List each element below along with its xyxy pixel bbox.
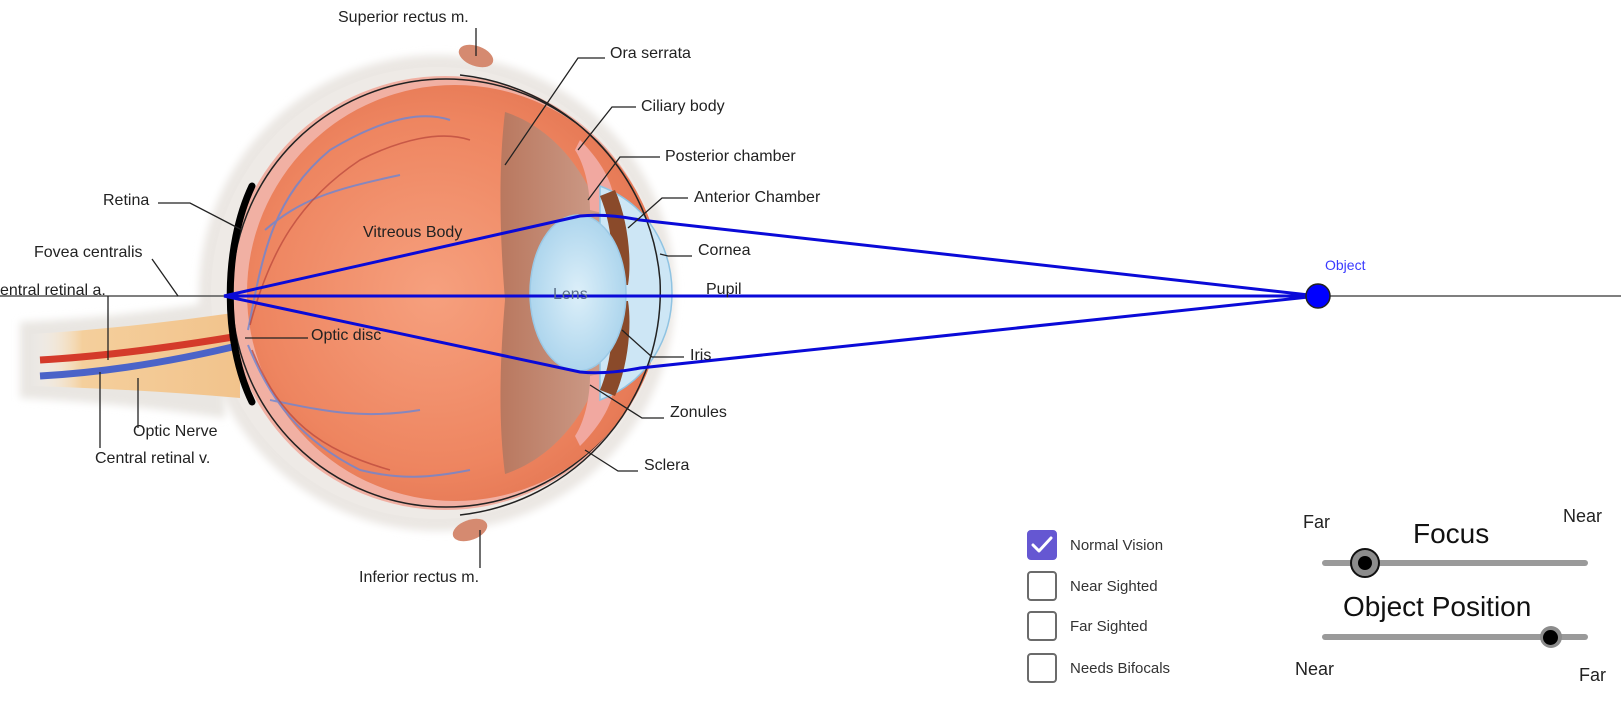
label-pupil: Pupil bbox=[706, 281, 742, 298]
label-ora-serrata: Ora serrata bbox=[610, 45, 691, 62]
checkbox-label: Normal Vision bbox=[1070, 536, 1164, 554]
optic-nerve bbox=[30, 312, 240, 398]
checkbox-label: Needs Bifocals bbox=[1070, 659, 1171, 677]
checkbox[interactable] bbox=[1027, 530, 1057, 560]
vision-option-near-sighted[interactable]: Near Sighted bbox=[1027, 571, 1158, 601]
label-central-retinal-vein: Central retinal v. bbox=[95, 450, 211, 467]
checkbox[interactable] bbox=[1027, 611, 1057, 641]
sclera-outline bbox=[459, 74, 662, 516]
label-optic-disc: Optic disc bbox=[311, 327, 382, 344]
retinal-vessels bbox=[247, 115, 471, 478]
label-inferior-rectus: Inferior rectus m. bbox=[359, 569, 480, 586]
light-rays bbox=[223, 213, 1319, 375]
label-optic-nerve: Optic Nerve bbox=[133, 423, 218, 440]
checkbox-label: Far Sighted bbox=[1070, 617, 1148, 635]
label-posterior-chamber: Posterior chamber bbox=[665, 148, 796, 165]
focus-slider-thumb[interactable] bbox=[1349, 548, 1380, 578]
object-label: Object bbox=[1325, 257, 1366, 273]
vision-option-normal-vision[interactable]: Normal Vision bbox=[1027, 530, 1163, 560]
label-central-retinal-artery: entral retinal a. bbox=[0, 282, 106, 299]
object-position-title: Object Position bbox=[1343, 591, 1532, 622]
label-anterior-chamber: Anterior Chamber bbox=[694, 189, 821, 206]
ray-bottom bbox=[223, 294, 1319, 375]
focus-left-label: Far bbox=[1303, 512, 1330, 532]
central-retinal-artery bbox=[39, 331, 246, 364]
leader-lines bbox=[99, 28, 692, 568]
retinal-arteries bbox=[249, 135, 471, 471]
label-fovea-centralis: Fovea centralis bbox=[34, 244, 143, 261]
checkbox[interactable] bbox=[1027, 653, 1057, 683]
check-icon bbox=[1031, 536, 1053, 553]
label-vitreous-body: Vitreous Body bbox=[363, 224, 463, 241]
label-lens: Lens bbox=[553, 286, 588, 303]
label-ciliary-body: Ciliary body bbox=[641, 98, 725, 115]
object-position-slider-track[interactable] bbox=[1322, 634, 1588, 640]
object-position-right-label: Far bbox=[1579, 665, 1606, 685]
object-position-slider-thumb[interactable] bbox=[1539, 626, 1562, 648]
inferior-rectus-muscle bbox=[452, 518, 488, 542]
ray-top bbox=[223, 213, 1319, 298]
label-superior-rectus: Superior rectus m. bbox=[338, 9, 469, 26]
label-zonules: Zonules bbox=[670, 404, 727, 421]
label-iris: Iris bbox=[690, 347, 712, 364]
focus-title: Focus bbox=[1413, 518, 1490, 549]
label-retina: Retina bbox=[103, 192, 150, 209]
vision-option-needs-bifocals[interactable]: Needs Bifocals bbox=[1027, 653, 1170, 683]
vision-option-far-sighted[interactable]: Far Sighted bbox=[1027, 611, 1148, 641]
object-point[interactable] bbox=[1305, 283, 1331, 309]
retina-image-plane bbox=[226, 182, 256, 406]
label-cornea: Cornea bbox=[698, 242, 751, 259]
object-position-left-label: Near bbox=[1295, 659, 1335, 679]
checkbox[interactable] bbox=[1027, 571, 1057, 601]
checkbox-label: Near Sighted bbox=[1070, 577, 1158, 595]
focus-slider-track[interactable] bbox=[1322, 560, 1588, 566]
focus-right-label: Near bbox=[1563, 506, 1603, 526]
central-retinal-vein bbox=[39, 340, 246, 380]
label-sclera: Sclera bbox=[644, 457, 690, 474]
